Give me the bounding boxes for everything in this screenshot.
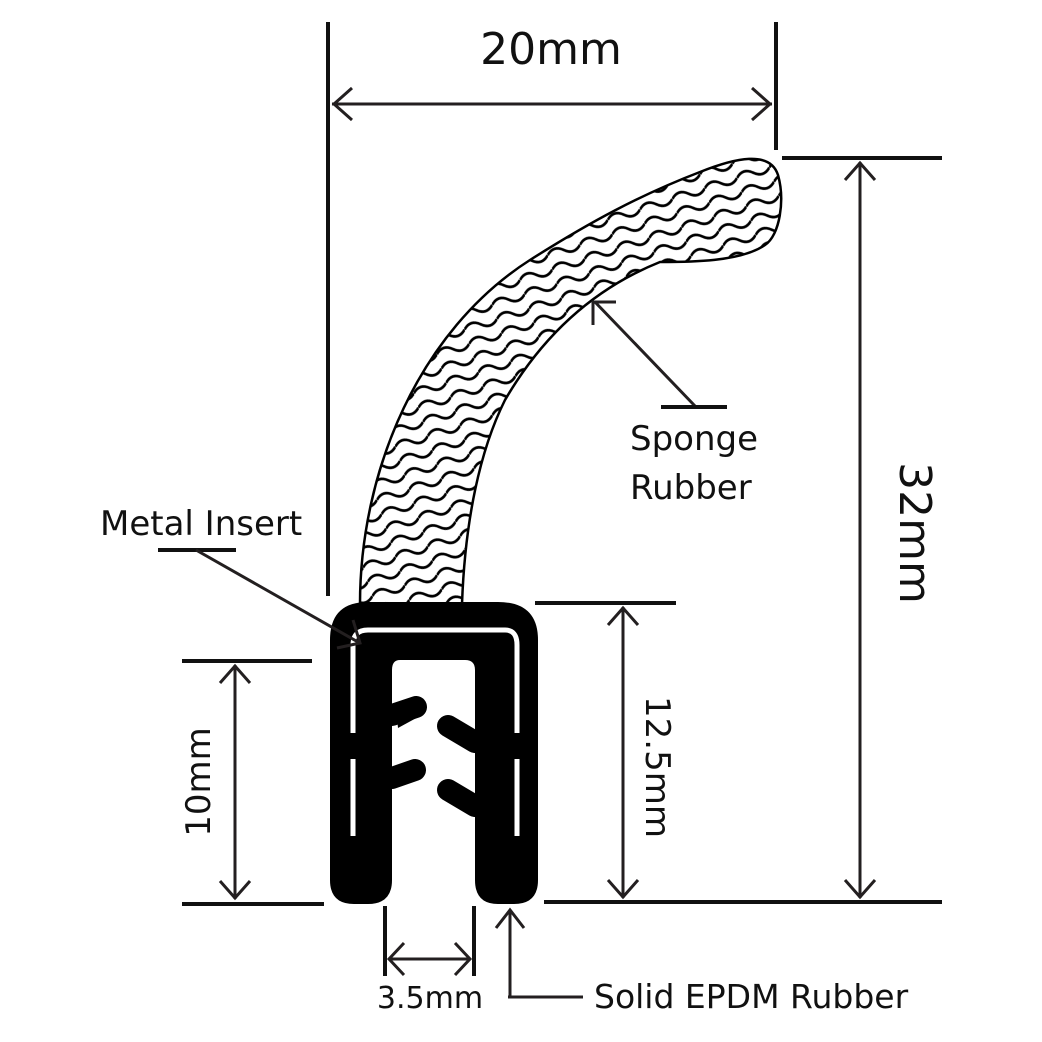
callout-solid-epdm: Solid EPDM Rubber xyxy=(494,907,909,1016)
label-12-5mm: 12.5mm xyxy=(637,696,677,838)
dimension-slot-3-5mm: 3.5mm xyxy=(377,906,483,1016)
dimension-grip-10mm: 10mm xyxy=(179,659,324,906)
dimension-clip-12-5mm: 12.5mm xyxy=(535,601,677,900)
dimension-width-20mm: 20mm xyxy=(326,22,778,596)
label-sponge-line1: Sponge xyxy=(630,419,758,459)
label-solid-epdm: Solid EPDM Rubber xyxy=(594,977,909,1016)
solid-epdm-clip xyxy=(330,602,538,904)
dimension-height-32mm: 32mm xyxy=(544,156,942,904)
label-32mm: 32mm xyxy=(889,462,940,604)
label-3-5mm: 3.5mm xyxy=(377,981,483,1016)
label-20mm: 20mm xyxy=(480,24,622,75)
label-10mm: 10mm xyxy=(179,727,219,837)
label-sponge-line2: Rubber xyxy=(630,468,752,508)
sponge-rubber-bulb xyxy=(358,157,783,605)
label-metal-insert: Metal Insert xyxy=(100,504,302,544)
callout-metal-insert: Metal Insert xyxy=(100,504,362,650)
callout-sponge-rubber: Sponge Rubber xyxy=(591,300,758,508)
